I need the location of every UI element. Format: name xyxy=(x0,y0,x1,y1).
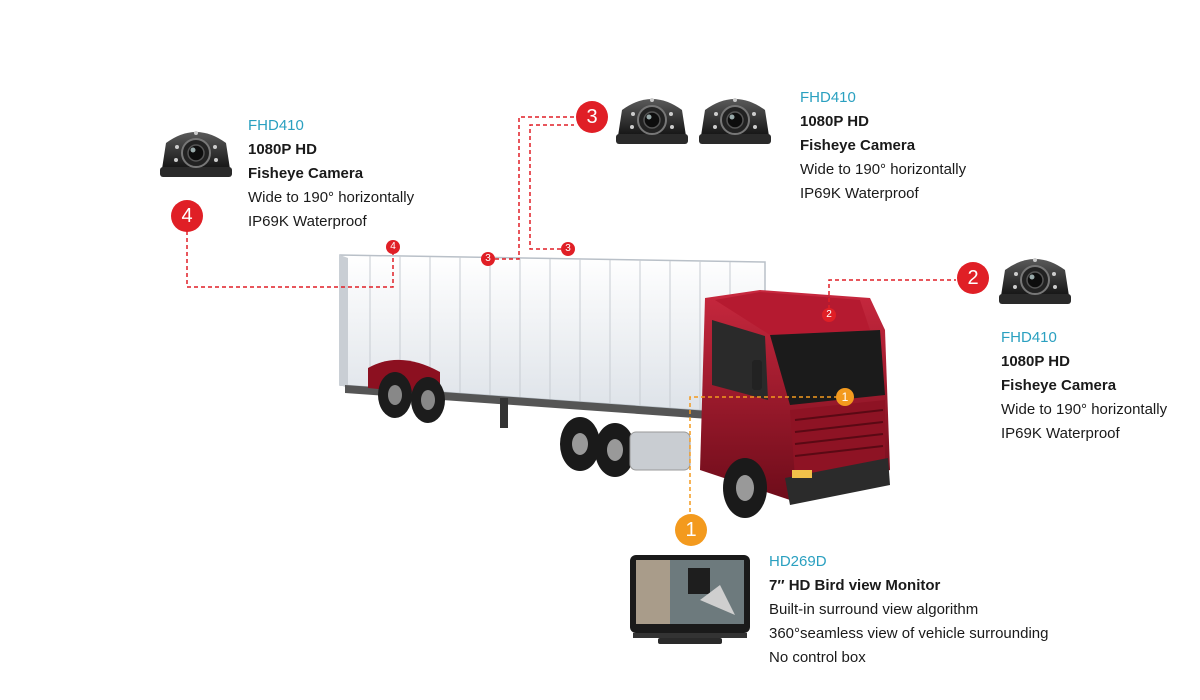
callout-2-badge: 2 xyxy=(957,262,989,294)
model-name: FHD410 xyxy=(248,117,304,134)
fisheye-camera-icon xyxy=(698,97,772,145)
fisheye-camera-icon xyxy=(998,257,1072,305)
mount-point-3-marker: 3 xyxy=(481,252,495,266)
fisheye-camera-icon xyxy=(615,97,689,145)
bird-view-monitor-icon xyxy=(630,555,750,644)
spec-line: No control box xyxy=(769,649,866,666)
model-name: HD269D xyxy=(769,553,827,570)
mount-point-3-marker: 3 xyxy=(561,242,575,256)
spec-line: Fisheye Camera xyxy=(1001,377,1117,394)
spec-line: Fisheye Camera xyxy=(800,137,916,154)
spec-line: 1080P HD xyxy=(248,141,317,158)
spec-line: Wide to 190° horizontally xyxy=(248,189,415,206)
spec-line: IP69K Waterproof xyxy=(248,213,367,230)
spec-line: Built-in surround view algorithm xyxy=(769,601,979,618)
callout-1-badge: 1 xyxy=(675,514,707,546)
mount-point-2-marker: 2 xyxy=(822,308,836,322)
spec-line: 1080P HD xyxy=(800,113,869,130)
spec-line: IP69K Waterproof xyxy=(800,185,919,202)
callout-4-badge: 4 xyxy=(171,200,203,232)
spec-line: Wide to 190° horizontally xyxy=(1001,401,1168,418)
spec-block-camera-3: FHD410 1080P HD Fisheye Camera Wide to 1… xyxy=(800,86,966,206)
model-name: FHD410 xyxy=(800,89,856,106)
truck-illustration xyxy=(339,254,890,518)
model-name: FHD410 xyxy=(1001,329,1057,346)
spec-line: 360°seamless view of vehicle surrounding xyxy=(769,625,1049,642)
mount-point-1-marker: 1 xyxy=(836,388,854,406)
spec-line: Fisheye Camera xyxy=(248,165,364,182)
spec-line: IP69K Waterproof xyxy=(1001,425,1120,442)
spec-block-camera-4: FHD410 1080P HD Fisheye Camera Wide to 1… xyxy=(248,114,414,234)
spec-line: Wide to 190° horizontally xyxy=(800,161,967,178)
spec-block-monitor-1: HD269D 7″ HD Bird view Monitor Built-in … xyxy=(769,550,1048,670)
spec-line: 7″ HD Bird view Monitor xyxy=(769,577,941,594)
mount-point-4-marker: 4 xyxy=(386,240,400,254)
spec-block-camera-2: FHD410 1080P HD Fisheye Camera Wide to 1… xyxy=(1001,326,1167,446)
callout-3-badge: 3 xyxy=(576,101,608,133)
spec-line: 1080P HD xyxy=(1001,353,1070,370)
fisheye-camera-icon xyxy=(159,130,233,178)
